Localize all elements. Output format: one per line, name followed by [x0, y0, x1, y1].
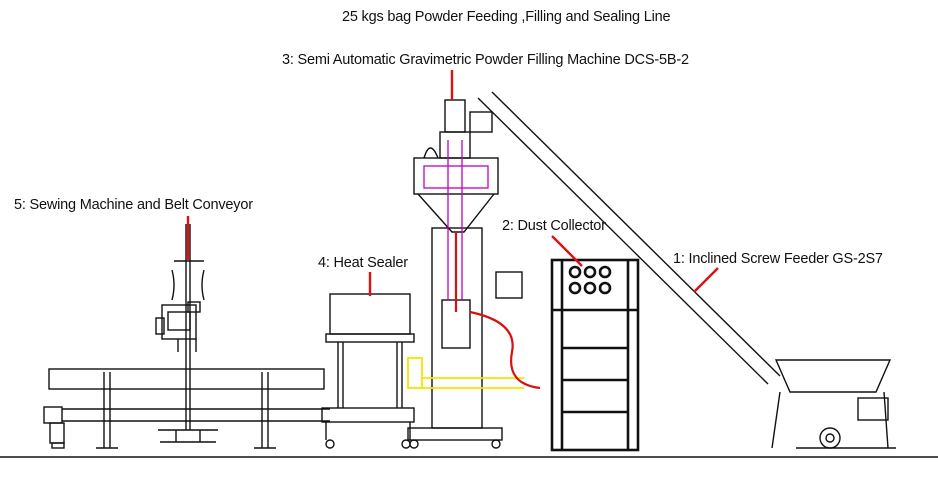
- leader-lines: [186, 70, 719, 296]
- red-suction-pipe: [454, 232, 541, 390]
- magenta-internals: [423, 140, 489, 300]
- heat-sealer: [321, 293, 415, 449]
- label-filling-machine: 3: Semi Automatic Gravimetric Powder Fil…: [282, 52, 689, 68]
- yellow-bag-clamp: [407, 357, 524, 389]
- drawing-title: 25 kgs bag Powder Feeding ,Filling and S…: [342, 9, 671, 25]
- dust-collector: [550, 258, 640, 452]
- label-sewing-machine: 5: Sewing Machine and Belt Conveyor: [14, 197, 253, 213]
- filling-machine: [407, 99, 523, 449]
- label-heat-sealer: 4: Heat Sealer: [318, 255, 408, 271]
- sewing-machine: [155, 224, 218, 443]
- inclined-screw-feeder: [469, 91, 896, 449]
- label-dust-collector: 2: Dust Collector: [502, 218, 606, 234]
- belt-conveyor: [43, 368, 330, 449]
- label-screw-feeder: 1: Inclined Screw Feeder GS-2S7: [673, 251, 883, 267]
